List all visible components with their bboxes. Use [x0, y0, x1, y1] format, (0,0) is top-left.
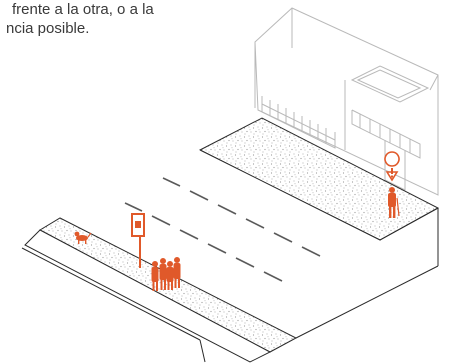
far-curb — [199, 149, 381, 241]
caption-text: frente a la otra, o a la ncia posible. — [0, 0, 154, 57]
lane-markings — [124, 177, 321, 282]
dog-icon — [74, 231, 92, 244]
group-of-people-icon — [151, 257, 181, 291]
road — [60, 150, 380, 312]
caption-line-2: ncia posible. — [6, 20, 90, 37]
ground-outline — [21, 207, 439, 363]
bus-stop-sign-icon — [131, 213, 145, 268]
person-icon — [388, 187, 400, 218]
building — [254, 7, 439, 196]
caption-line-1: frente a la otra, o a la — [12, 1, 154, 18]
exclamation-marker-icon — [384, 151, 400, 182]
